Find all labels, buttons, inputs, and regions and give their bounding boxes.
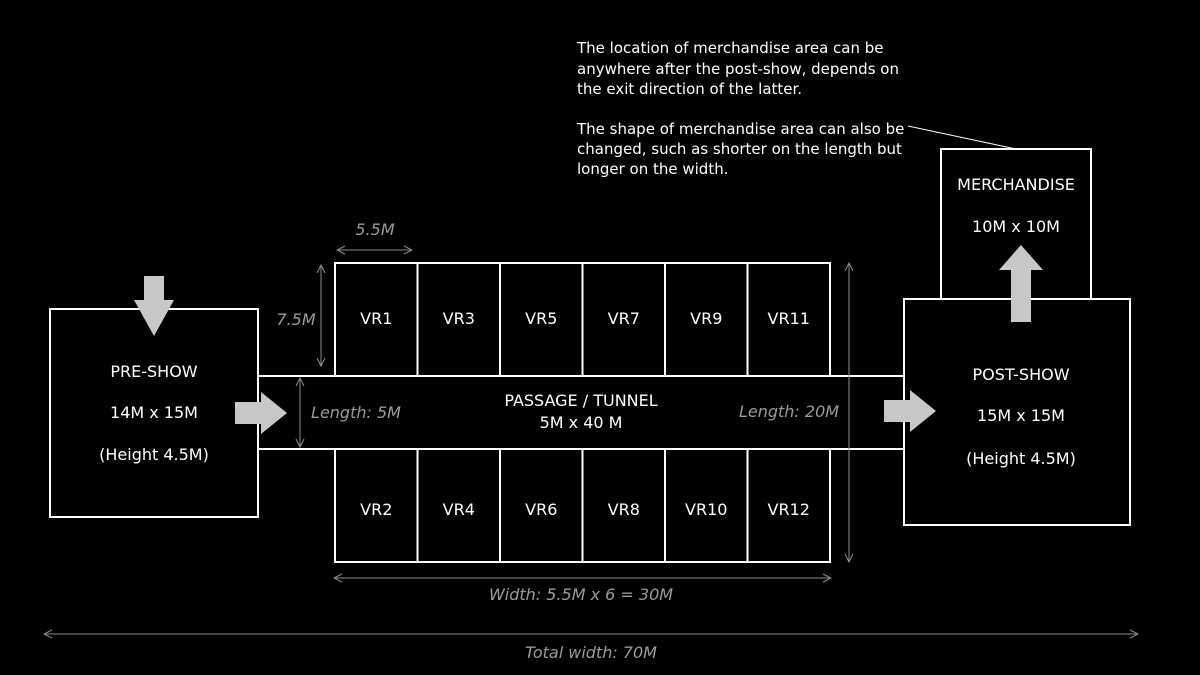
vr-depth-dimension: 7.5M	[276, 310, 315, 329]
merchandise-note: The location of merchandise area can be …	[576, 39, 904, 178]
post-show-height: (Height 4.5M)	[966, 449, 1076, 468]
pre-show-height: (Height 4.5M)	[99, 445, 209, 464]
note-line: The location of merchandise area can be	[576, 39, 884, 57]
total-width-dimension: Total width: 70M	[525, 643, 657, 662]
pre-show-size: 14M x 15M	[110, 403, 198, 422]
vr-bottom-row: VR2 VR4 VR6 VR8 VR10 VR12	[334, 448, 831, 563]
passage-length-left: Length: 5M	[311, 403, 401, 422]
note-line: changed, such as shorter on the length b…	[577, 140, 902, 158]
vr-room	[746, 448, 831, 563]
vr-top-row: VR1 VR3 VR5 VR7 VR9 VR11	[334, 262, 831, 377]
note-line: anywhere after the post-show, depends on	[577, 60, 899, 78]
vr-room-label: VR3	[443, 309, 475, 328]
vr-room-label: VR9	[690, 309, 722, 328]
vr-room-label: VR1	[360, 309, 392, 328]
flow-right-arrow-icon	[884, 390, 936, 432]
vr-room-label: VR7	[608, 309, 640, 328]
vr-width-dimension: 5.5M	[355, 220, 394, 239]
vr-room-label: VR4	[443, 500, 475, 519]
vr-room-label: VR2	[360, 500, 392, 519]
passage-label: PASSAGE / TUNNEL	[504, 391, 657, 410]
note-line: The shape of merchandise area can also b…	[576, 120, 904, 138]
pre-show-label: PRE-SHOW	[110, 362, 197, 381]
vr-room-label: VR8	[608, 500, 640, 519]
post-show-size: 15M x 15M	[977, 406, 1065, 425]
note-leader-line	[907, 125, 1017, 150]
passage-length-right: Length: 20M	[739, 402, 839, 421]
vr-room-label: VR10	[685, 500, 727, 519]
exit-up-arrow-icon	[999, 245, 1043, 322]
note-line: the exit direction of the latter.	[577, 80, 802, 98]
merchandise-size: 10M x 10M	[972, 217, 1060, 236]
vr-room	[746, 262, 831, 377]
note-line: longer on the width.	[577, 160, 729, 178]
flow-right-arrow-icon	[235, 392, 287, 434]
vr-room-label: VR11	[768, 309, 810, 328]
passage-size: 5M x 40 M	[540, 413, 623, 432]
vr-row-width-dimension: Width: 5.5M x 6 = 30M	[489, 585, 673, 604]
post-show-label: POST-SHOW	[972, 365, 1069, 384]
vr-room-label: VR6	[525, 500, 557, 519]
vr-room-label: VR5	[525, 309, 557, 328]
vr-room-label: VR12	[768, 500, 810, 519]
merchandise-label: MERCHANDISE	[957, 175, 1075, 194]
entry-down-arrow-icon	[134, 276, 174, 336]
